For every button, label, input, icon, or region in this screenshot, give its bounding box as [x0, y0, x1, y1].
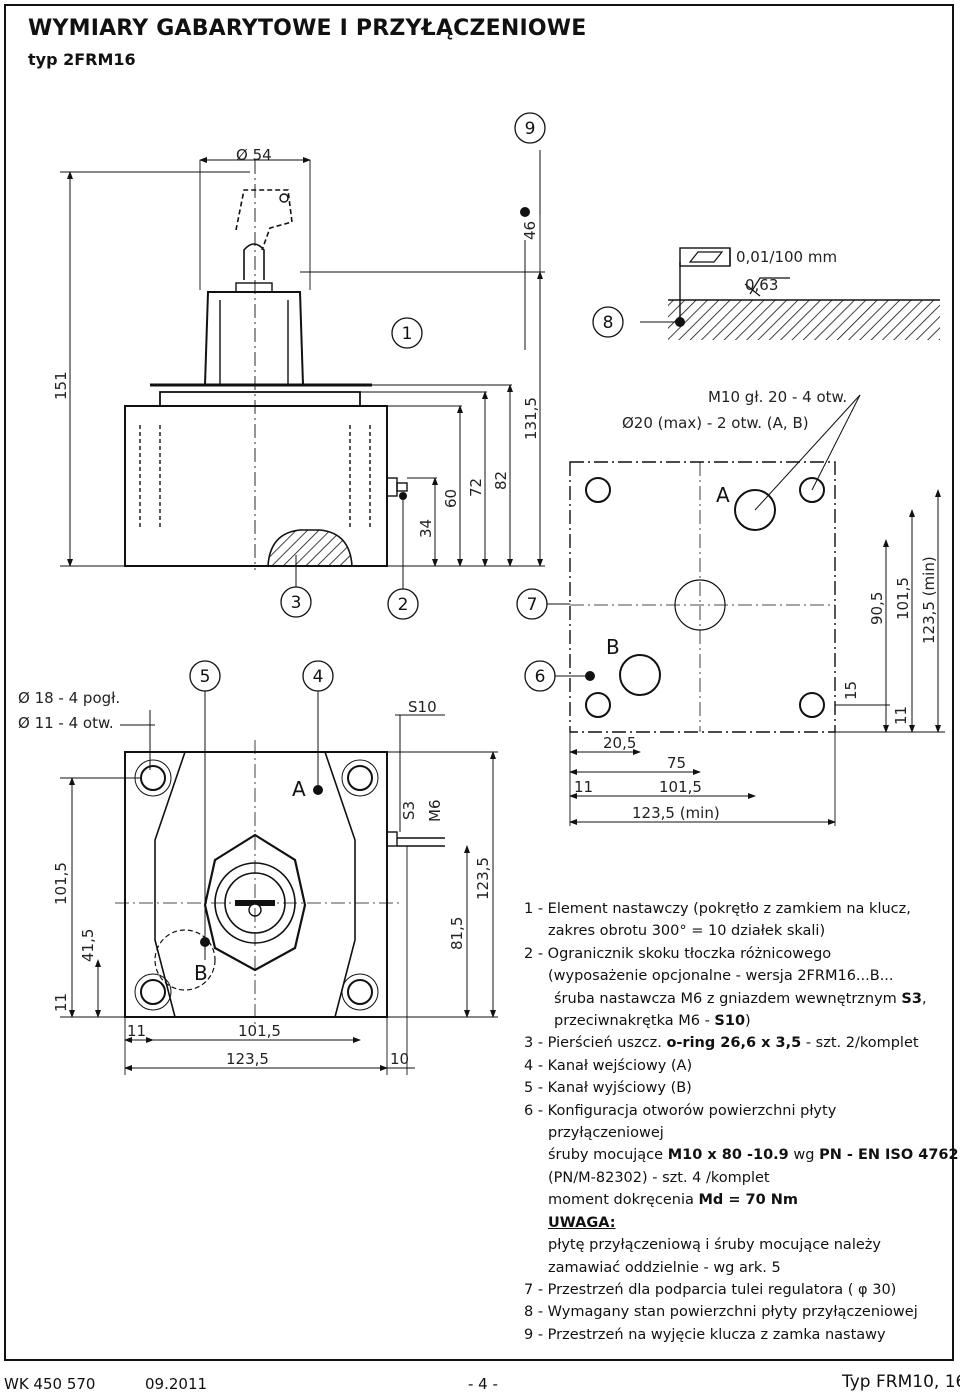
- legend-warning-heading: UWAGA:: [548, 1214, 616, 1231]
- dim-101-5-b: 101,5: [238, 1022, 281, 1040]
- page-frame: [4, 4, 954, 1361]
- dim-90-5: 90,5: [868, 592, 886, 625]
- legend-item-2-nut: przeciwnakrętka M6 - S10): [554, 1013, 751, 1030]
- knob-top-view: [203, 833, 307, 972]
- key-shape: [243, 243, 265, 280]
- legend-item-2: 2 - Ogranicznik skoku tłoczka różnicoweg…: [524, 945, 832, 962]
- callout-3: [280, 586, 312, 618]
- legend-item-6-cont: przyłączeniowej: [548, 1125, 664, 1142]
- dim-123-5-h: 123,5 (min): [632, 804, 720, 822]
- adjustment-knob: [203, 291, 305, 386]
- legend-item-8: 8 - Wymagany stan powierzchni płyty przy…: [524, 1304, 918, 1321]
- dim-11-l: 11: [52, 993, 70, 1012]
- page-subtitle: typ 2FRM16: [28, 50, 136, 69]
- port-label-b-plate: B: [606, 635, 620, 659]
- dim-11-h: 11: [574, 778, 593, 796]
- valve-body-side: [124, 405, 388, 567]
- dim-10: 10: [390, 1050, 409, 1068]
- dim-151: 151: [52, 371, 70, 400]
- callout-label-6: 6: [535, 667, 546, 687]
- footer-type: Typ FRM10, 16: [842, 1372, 960, 1392]
- callout-label-9: 9: [525, 119, 536, 139]
- callout-label-4: 4: [313, 667, 324, 687]
- dim-123-5-v: 123,5 (min): [920, 556, 938, 644]
- dim-11-v: 11: [892, 706, 910, 725]
- callout-label-5: 5: [200, 667, 211, 687]
- dim-46: 46: [521, 221, 539, 240]
- legend-item-6-standard: (PN/M-82302) - szt. 4 /komplet: [548, 1169, 770, 1186]
- port-b-plate: [619, 654, 661, 696]
- port-label-a-body: A: [292, 777, 306, 801]
- surface-roughness: 0,63: [745, 276, 778, 294]
- legend-item-7: 7 - Przestrzeń dla podparcia tulei regul…: [524, 1281, 897, 1298]
- dim-20-5: 20,5: [603, 734, 636, 752]
- callout-label-1: 1: [402, 324, 413, 344]
- dim-41-5: 41,5: [79, 929, 97, 962]
- dim-82: 82: [492, 471, 510, 490]
- dim-101-5-l: 101,5: [52, 862, 70, 905]
- port-label-b-body: B: [194, 961, 208, 985]
- legend-item-1: 1 - Element nastawczy (pokrętło z zamkie…: [524, 901, 911, 917]
- callout-label-7: 7: [527, 595, 538, 615]
- callout-5: [189, 660, 221, 692]
- dim-d18: Ø 18 - 4 pogł.: [18, 689, 120, 707]
- dim-81-5: 81,5: [448, 917, 466, 950]
- callout-2: [387, 588, 419, 620]
- footer-doc-number: WK 450 570: [4, 1375, 96, 1393]
- dim-123-5-r: 123,5: [474, 857, 492, 900]
- legend: 1 - Element nastawczy (pokrętło z zamkie…: [524, 898, 959, 1346]
- legend-warning-text-2: zamawiać oddzielnie - wg ark. 5: [548, 1259, 781, 1276]
- callout-9: [514, 112, 546, 144]
- dim-m10-holes: M10 gł. 20 - 4 otw.: [708, 388, 847, 406]
- footer-page-number: - 4 -: [468, 1375, 498, 1393]
- callout-1: [391, 317, 423, 349]
- dim-101-5-v: 101,5: [894, 577, 912, 620]
- dim-d54: Ø 54: [236, 146, 272, 164]
- legend-item-1-cont: zakres obrotu 300° = 10 działek skali): [548, 923, 826, 940]
- dim-72: 72: [467, 478, 485, 497]
- dim-11-b: 11: [127, 1022, 146, 1040]
- port-a-plate: [734, 489, 776, 531]
- flatness-tolerance: 0,01/100 mm: [736, 248, 837, 266]
- callout-label-2: 2: [398, 595, 409, 615]
- legend-item-6-screws: śruby mocujące M10 x 80 -10.9 wg PN - EN…: [548, 1147, 959, 1164]
- dim-d20-holes: Ø20 (max) - 2 otw. (A, B): [622, 414, 809, 432]
- legend-item-6: 6 - Konfiguracja otworów powierzchni pły…: [524, 1102, 837, 1119]
- dim-123-5-b: 123,5: [226, 1050, 269, 1068]
- callout-8: [592, 306, 624, 338]
- dim-m6: M6: [426, 800, 444, 823]
- dim-15: 15: [842, 681, 860, 700]
- dim-d11: Ø 11 - 4 otw.: [18, 714, 114, 732]
- legend-item-9: 9 - Przestrzeń na wyjęcie klucza z zamka…: [524, 1326, 886, 1343]
- callout-label-3: 3: [291, 593, 302, 613]
- callout-6: [524, 660, 556, 692]
- callout-4: [302, 660, 334, 692]
- callout-label-8: 8: [603, 313, 614, 333]
- legend-item-5: 5 - Kanał wyjściowy (B): [524, 1080, 692, 1097]
- legend-warning-text: płytę przyłączeniową i śruby mocujące na…: [548, 1237, 881, 1254]
- dim-75: 75: [667, 754, 686, 772]
- legend-item-6-torque: moment dokręcenia Md = 70 Nm: [548, 1192, 799, 1209]
- dim-101-5-h: 101,5: [659, 778, 702, 796]
- legend-item-3: 3 - Pierścień uszcz. o-ring 26,6 x 3,5 -…: [524, 1035, 919, 1052]
- dim-s3: S3: [400, 801, 418, 820]
- dim-131-5: 131,5: [522, 397, 540, 440]
- port-label-a-plate: A: [716, 483, 730, 507]
- page-title: WYMIARY GABARYTOWE I PRZYŁĄCZENIOWE: [28, 16, 587, 41]
- legend-item-2-screw: śruba nastawcza M6 z gniazdem wewnętrzny…: [554, 990, 927, 1007]
- legend-item-2-cont: (wyposażenie opcjonalne - wersja 2FRM16.…: [548, 968, 894, 985]
- dim-s10: S10: [408, 698, 437, 716]
- legend-item-4: 4 - Kanał wejściowy (A): [524, 1057, 693, 1074]
- dim-34: 34: [417, 519, 435, 538]
- callout-7: [516, 588, 548, 620]
- dim-60: 60: [442, 489, 460, 508]
- footer-date: 09.2011: [145, 1375, 208, 1393]
